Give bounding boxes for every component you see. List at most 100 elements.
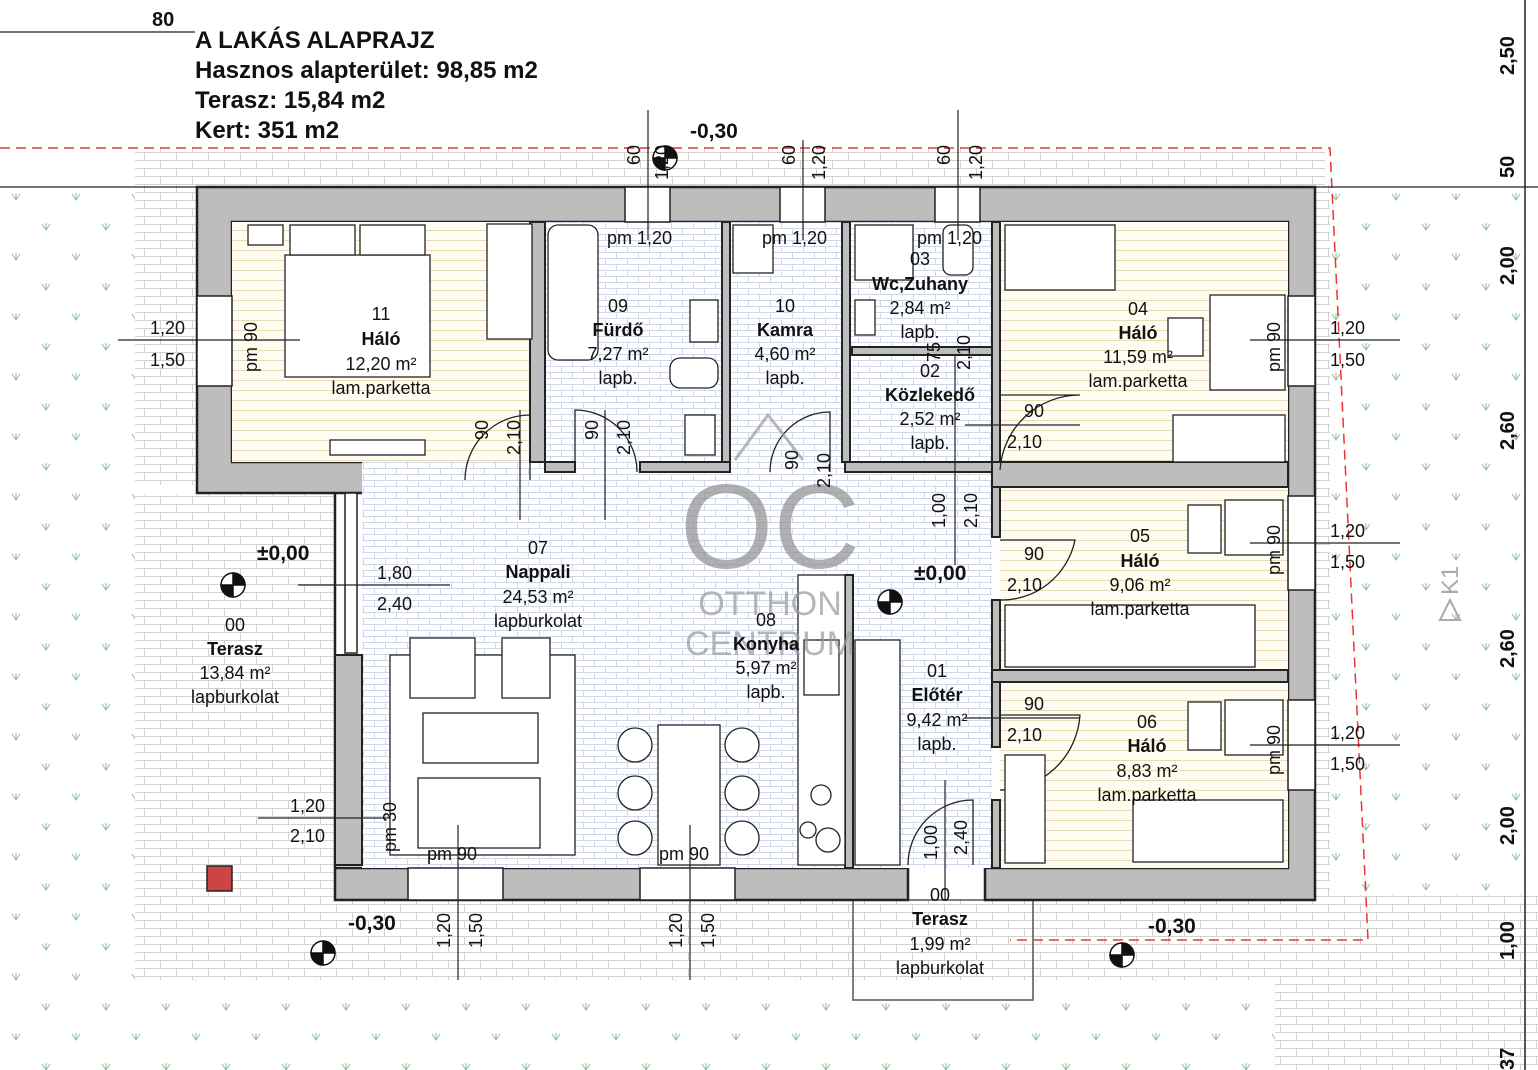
room-05-floor: lam.parketta [1090,599,1190,619]
dim-v-pm90-04: pm 90 [1264,322,1284,372]
section-mark: K1 [1437,566,1464,595]
dim-v-120-b: 1,20 [809,145,829,180]
room-11-num: 11 [372,304,391,324]
dim-v-120-a: 1,20 [652,145,672,180]
room-07-name: Nappali [505,562,570,582]
room-10-num: 10 [775,296,795,316]
dim-v-door03-210: 2,10 [954,335,974,370]
dim-v-door10-90: 90 [782,450,802,470]
pavement-top [135,148,1325,188]
watermark-logo: OC [680,460,860,594]
dim-v-door10-210: 2,10 [814,453,834,488]
room-00a-num: 00 [225,615,245,635]
room-10-name: Kamra [757,320,814,340]
furniture [247,223,1286,866]
room-08-num: 08 [756,610,776,630]
room-06-area: 8,83 m² [1116,761,1177,781]
dim-v-win-br-120: 1,20 [666,913,686,948]
dim-living-win-210: 2,10 [290,826,325,846]
garden-left [0,185,135,1070]
dim-door-06-210: 2,10 [1007,725,1042,745]
room-08-floor: lapb. [746,682,785,702]
room-05-name: Háló [1120,551,1159,571]
dim-pm120-b: pm 1,20 [762,228,827,248]
dim-v-120-c: 1,20 [966,145,986,180]
chimney-marker [206,865,233,892]
room-01-floor: lapb. [917,734,956,754]
dim-v-hall-100: 1,00 [929,493,949,528]
room-04-name: Háló [1118,323,1157,343]
room-06-num: 06 [1137,712,1157,732]
dim-win-r3-120: 1,20 [1330,723,1365,743]
dim-v-60-c: 60 [934,145,954,165]
dim-v-pm90-06: pm 90 [1264,725,1284,775]
room-00b-name: Terasz [912,909,968,929]
vertical-dimension-texts: 60 1,20 60 1,20 60 1,20 pm 90 pm 90 pm 9… [241,36,1519,1070]
dim-door-05-210: 2,10 [1007,575,1042,595]
watermark-line2: CENTRUM [685,625,855,663]
dim-win-left-150: 1,50 [150,350,185,370]
dim-v-door11-210: 2,10 [504,420,524,455]
level-bottom-left: -0,30 [348,912,396,935]
plan-header: A LAKÁS ALAPRAJZ Hasznos alapterület: 98… [195,26,538,146]
dim-pm120-c: pm 1,20 [917,228,982,248]
dim-v-60-a: 60 [624,145,644,165]
room-01-name: Előtér [911,685,962,705]
watermark-line1: OTTHON [698,585,842,623]
room-labels: 11 Háló 12,20 m² lam.parketta 09 Fürdő 7… [191,249,1198,978]
dim-v-door09-210: 2,10 [614,420,634,455]
room-11-area: 12,20 m² [345,354,416,374]
dim-win-r2-150: 1,50 [1330,552,1365,572]
room-09-floor: lapb. [598,368,637,388]
room-10-floor: lapb. [765,368,804,388]
level-terrace: ±0,00 [257,542,309,565]
room-09-num: 09 [608,296,628,316]
dim-v-entry-240: 2,40 [951,820,971,855]
room-06-floor: lam.parketta [1097,785,1197,805]
room-01-area: 9,42 m² [906,710,967,730]
garden-area: Kert: 351 m2 [195,117,340,144]
room-10-area: 4,60 m² [754,344,815,364]
dimension-texts: 80 pm 1,20 pm 1,20 pm 1,20 1,20 1,50 1,2… [150,9,1365,864]
room-02-name: Közlekedő [885,385,975,405]
dim-door-06-90: 90 [1024,694,1044,714]
dim-v-60-b: 60 [779,145,799,165]
terrace-area: Terasz: 15,84 m2 [195,87,386,114]
dim-pm90-b: pm 90 [659,844,709,864]
level-bottom-right: -0,30 [1148,915,1196,938]
dim-v-hall-210: 2,10 [961,493,981,528]
room-11-floor: lam.parketta [331,378,431,398]
dim-living-win-120: 1,20 [290,796,325,816]
dim-win-r2-120: 1,20 [1330,521,1365,541]
dim-right-g: 1,00 [1497,921,1519,960]
dim-win-r1-120: 1,20 [1330,318,1365,338]
room-03-floor: lapb. [900,322,939,342]
dim-v-pm30: pm 30 [380,802,400,852]
dim-v-door09-90: 90 [582,420,602,440]
plan-title: A LAKÁS ALAPRAJZ [195,27,435,54]
room-05-area: 9,06 m² [1109,575,1170,595]
dim-v-door11-90: 90 [472,420,492,440]
room-06-name: Háló [1127,736,1166,756]
dim-right-c: 2,00 [1497,246,1519,285]
terrace-00b-floor [875,900,1010,980]
dim-right-e: 2,60 [1497,629,1519,668]
dim-v-win-br-150: 1,50 [698,913,718,948]
level-hall: ±0,00 [914,562,966,585]
room-07-area: 24,53 m² [502,587,573,607]
level-markers [220,145,1135,968]
room-04-area: 11,59 m² [1103,347,1173,367]
usable-area: Hasznos alapterület: 98,85 m2 [195,57,538,84]
dim-pm90-a: pm 90 [427,844,477,864]
room-00b-floor: lapburkolat [896,958,984,978]
room-00b-area: 1,99 m² [909,934,970,954]
terrace-00b-outline [852,899,1034,1001]
room-04-floor: lam.parketta [1088,371,1188,391]
dim-win-left-120: 1,20 [150,318,185,338]
level-top: -0,30 [690,120,738,143]
terrace-00-floor [135,495,335,900]
room-00a-floor: lapburkolat [191,687,279,707]
room-02-floor [852,355,992,462]
pavement-corner [1275,895,1538,1070]
